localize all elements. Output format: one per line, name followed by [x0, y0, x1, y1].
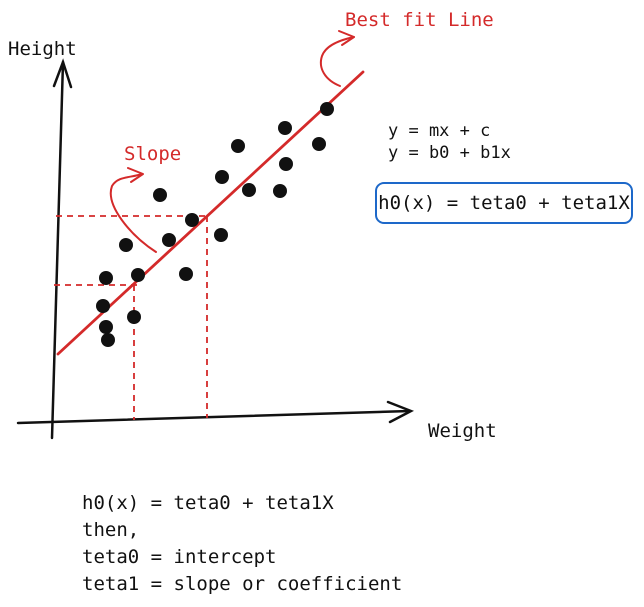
data-points	[96, 102, 334, 347]
y-axis-label: Height	[8, 38, 77, 60]
guide-lines	[54, 215, 208, 420]
note-line: teta1 = slope or coefficient	[82, 573, 403, 595]
equation-line-1: y = mx + c	[388, 121, 491, 141]
data-point	[127, 310, 141, 324]
slope-arrow	[109, 167, 157, 253]
x-axis	[16, 400, 415, 425]
data-point	[153, 188, 167, 202]
data-point	[231, 139, 245, 153]
x-axis-label: Weight	[428, 420, 497, 442]
hypothesis-equation: h0(x) = teta0 + teta1X	[378, 192, 630, 214]
data-point	[215, 170, 229, 184]
data-point	[131, 268, 145, 282]
best-fit-label: Best fit Line	[345, 9, 494, 31]
hypothesis-box: h0(x) = teta0 + teta1X	[375, 182, 633, 224]
note-line: h0(x) = teta0 + teta1X	[82, 492, 334, 514]
data-point	[101, 333, 115, 347]
y-axis	[50, 58, 73, 440]
note-line: teta0 = intercept	[82, 546, 277, 568]
data-point	[179, 267, 193, 281]
notes-block: h0(x) = teta0 + teta1X then, teta0 = int…	[82, 490, 402, 598]
data-point	[278, 121, 292, 135]
note-line: then,	[82, 519, 140, 541]
data-point	[320, 102, 334, 116]
data-point	[99, 271, 113, 285]
data-point	[96, 299, 110, 313]
data-point	[273, 184, 287, 198]
data-point	[242, 183, 256, 197]
slope-label: Slope	[124, 143, 182, 165]
data-point	[279, 157, 293, 171]
data-point	[214, 228, 228, 242]
data-point	[162, 233, 176, 247]
data-point	[119, 238, 133, 252]
best-fit-arrow	[320, 30, 355, 87]
data-point	[185, 213, 199, 227]
data-point	[312, 137, 326, 151]
data-point	[99, 320, 113, 334]
equation-line-2: y = b0 + b1x	[388, 143, 511, 163]
